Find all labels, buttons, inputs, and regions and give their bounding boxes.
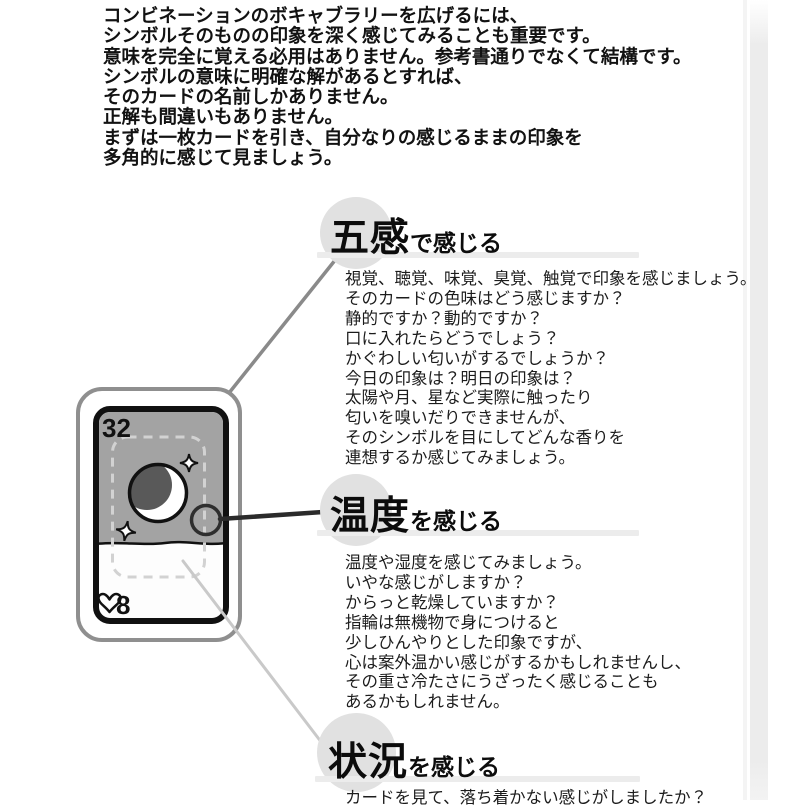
card-number: 32 [102, 413, 131, 443]
leader-line-situation [181, 559, 327, 749]
focus-ring-icon [189, 503, 223, 537]
section-underline [317, 530, 639, 536]
section-body-situation: カードを見て、落ち着かない感じがしましたか？ [345, 789, 708, 807]
heart-icon [97, 592, 122, 614]
horizon-line [99, 540, 223, 546]
section-heading-situation: 状況を感じる [328, 731, 500, 787]
section-title-suffix: を感じる [410, 508, 503, 534]
card-dashed-border [111, 435, 206, 579]
page-edge-line [743, 0, 747, 800]
section-underline [315, 776, 640, 782]
sparkle-icon [115, 520, 137, 542]
page-edge-shadow [750, 0, 768, 800]
section-underline [317, 252, 639, 258]
leader-line-five-senses [227, 257, 338, 395]
section-title-suffix: を感じる [408, 754, 501, 780]
section-body-temperature: 温度や湿度を感じてみましょう。いやな感じがしますか？からっと乾燥していますか？指… [345, 554, 692, 712]
section-heading-five-senses: 五感で感じる [330, 207, 502, 263]
leader-line-temperature [217, 509, 326, 522]
section-title-suffix: で感じる [410, 230, 503, 256]
section-title: 五感 [330, 217, 411, 260]
card-suit-value: 8 [116, 590, 130, 620]
section-title: 状況 [328, 741, 409, 784]
section-heading-temperature: 温度を感じる [330, 485, 502, 541]
section-title: 温度 [330, 495, 411, 538]
sparkle-icon [179, 453, 199, 473]
crescent-moon-icon [127, 462, 189, 524]
section-body-five-senses: 視覚、聴覚、味覚、臭覚、触覚で印象を感じましょう。そのカードの色味はどう感じます… [345, 270, 757, 468]
intro-paragraph: コンビネーションのボキャブラリーを広げるには、シンボルそのものの印象を深く感じて… [103, 5, 692, 169]
